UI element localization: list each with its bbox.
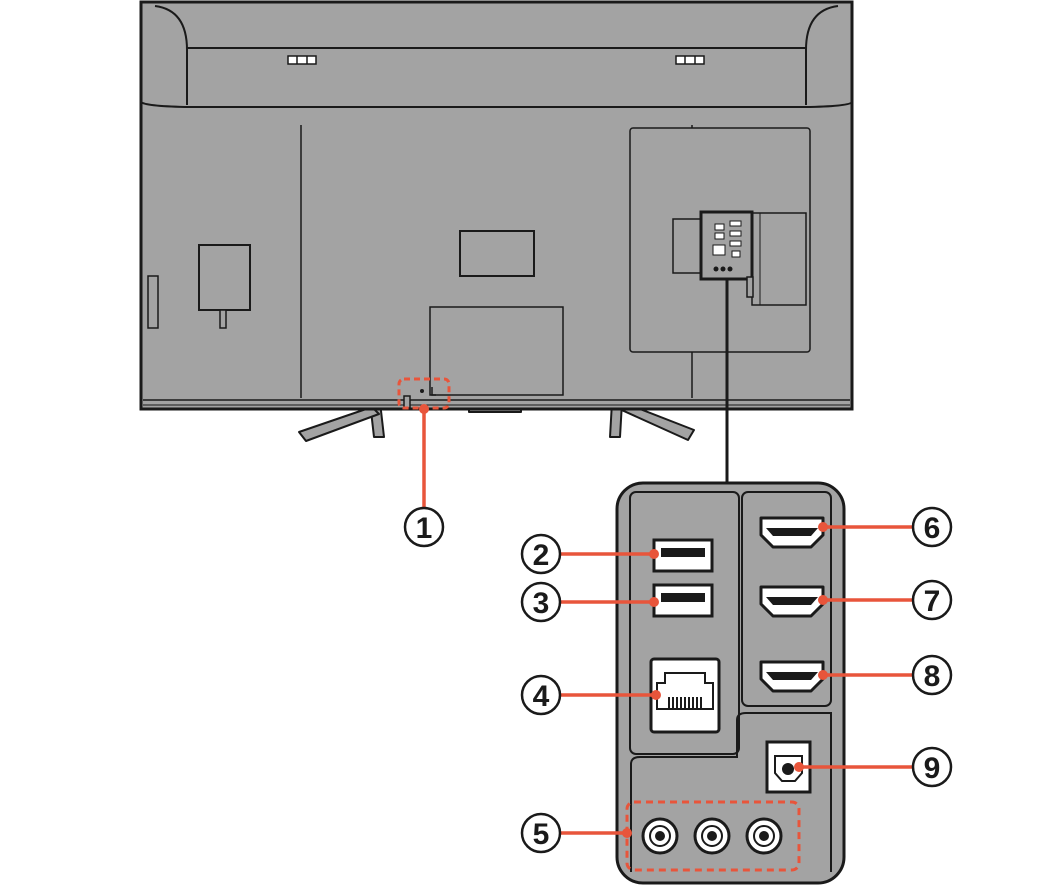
callout-7: 7	[911, 579, 953, 621]
hdmi-port-icon[interactable]	[759, 516, 825, 549]
callout-8-label: 8	[924, 660, 941, 693]
callout-1: 1	[403, 506, 445, 548]
callout-2: 2	[520, 533, 562, 575]
callout-7-label: 7	[924, 585, 941, 618]
callout-5-label: 5	[533, 818, 550, 851]
callout-2-label: 2	[533, 539, 550, 572]
av-jack-icon[interactable]	[745, 817, 783, 855]
av-jack-icon[interactable]	[693, 817, 731, 855]
callout-6-label: 6	[924, 512, 941, 545]
callout-4-label: 4	[533, 680, 550, 713]
callout-6: 6	[911, 506, 953, 548]
usb-port-icon[interactable]	[652, 583, 714, 618]
tv-back-icon	[139, 0, 854, 442]
callout-9: 9	[911, 746, 953, 788]
av-jack-icon[interactable]	[641, 817, 679, 855]
callout-3-label: 3	[533, 587, 550, 620]
callout-5: 5	[520, 812, 562, 854]
callout-1-label: 1	[416, 512, 433, 545]
terminal-block-mini	[699, 210, 754, 281]
callout-3: 3	[520, 581, 562, 623]
callout-9-label: 9	[924, 752, 941, 785]
hdmi-port-icon[interactable]	[759, 585, 825, 618]
lan-port-icon[interactable]	[649, 657, 721, 734]
terminal-panel	[615, 481, 846, 885]
callout-8: 8	[911, 654, 953, 696]
hdmi-port-icon[interactable]	[759, 660, 825, 693]
callouts	[397, 377, 912, 872]
callout-4: 4	[520, 674, 562, 716]
usb-port-icon[interactable]	[652, 538, 714, 573]
